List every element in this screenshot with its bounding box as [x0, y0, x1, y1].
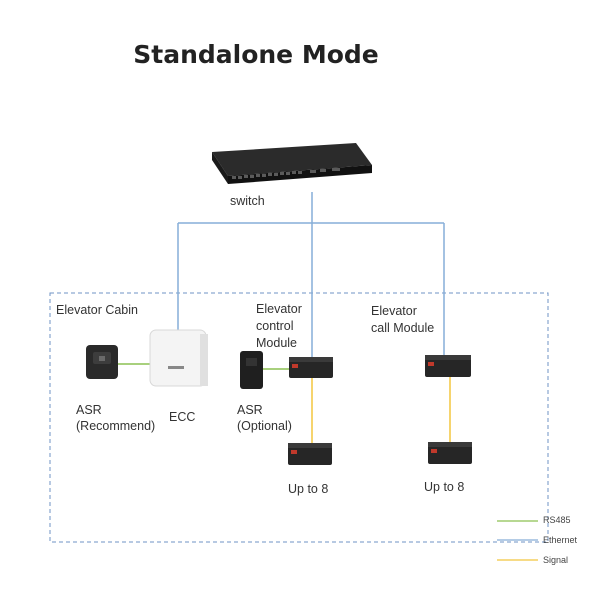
control-module-label-line2: control — [256, 319, 294, 333]
asr-recommend-reader — [86, 345, 118, 379]
asr-recommend-label-line2: (Recommend) — [76, 419, 156, 433]
rs485-links — [118, 363, 290, 370]
standalone-boundary — [49, 292, 549, 543]
call-module-count-label: Up to 8 — [424, 480, 465, 494]
control-module-count-label: Up to 8 — [288, 482, 329, 496]
asr-optional-label-line2: (Optional) — [237, 419, 292, 433]
switch-device — [212, 143, 372, 184]
elevator-cabin-label: Elevator Cabin — [56, 303, 138, 317]
call-module-label-line1: Elevator — [371, 304, 417, 318]
control-module-top — [289, 357, 333, 378]
ecc-label: ECC — [169, 410, 196, 424]
legend-swatches — [497, 520, 538, 561]
ecc-controller — [149, 329, 208, 387]
control-module-bottom — [288, 443, 332, 465]
legend-ethernet-label: Ethernet — [543, 535, 578, 545]
call-module-bottom — [428, 442, 472, 464]
control-module-label-line1: Elevator — [256, 302, 302, 316]
signal-links — [311, 376, 451, 444]
asr-recommend-label-line1: ASR — [76, 403, 102, 417]
legend-rs485-label: RS485 — [543, 515, 571, 525]
control-module-label-line3: Module — [256, 336, 297, 350]
legend-signal-label: Signal — [543, 555, 569, 565]
diagram-title: Standalone Mode — [133, 40, 379, 69]
asr-optional-reader — [240, 351, 263, 389]
ethernet-links — [177, 192, 445, 358]
call-module-top — [425, 355, 471, 377]
asr-optional-label-line1: ASR — [237, 403, 263, 417]
call-module-label-line2: call Module — [371, 321, 435, 335]
switch-label: switch — [230, 194, 265, 208]
